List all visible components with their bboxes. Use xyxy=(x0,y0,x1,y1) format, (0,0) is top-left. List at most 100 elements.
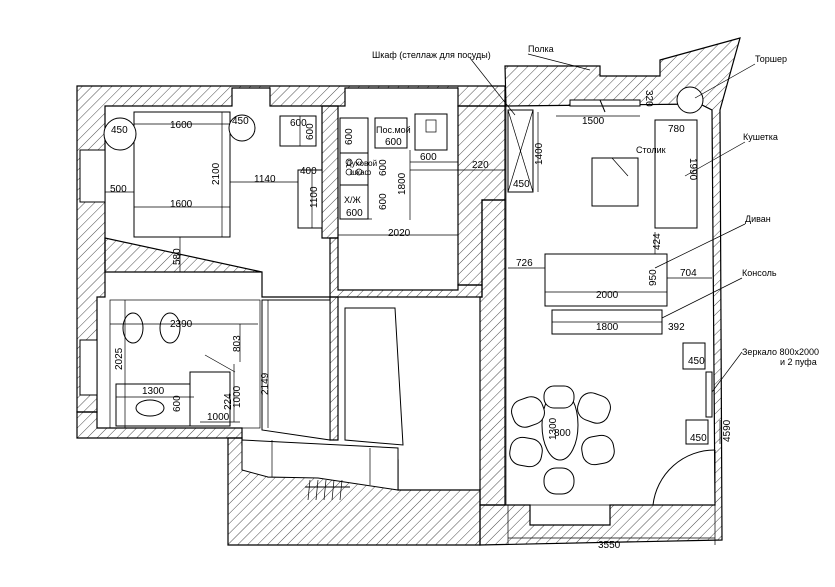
dim-living-1990: 1990 xyxy=(687,158,698,181)
mirror xyxy=(705,371,713,418)
label-mirror-1: Зеркало 800х2000 xyxy=(742,347,819,357)
hallway: 2149 xyxy=(241,299,404,501)
dim-living-1400: 1400 xyxy=(534,142,545,165)
dim-bed-bottom: 1600 xyxy=(170,199,193,210)
kitchen-cabinet-a xyxy=(339,117,369,154)
dim-bath-1300: 1300 xyxy=(142,386,165,397)
label-table: Столик xyxy=(636,145,666,155)
wardrobe xyxy=(297,169,323,229)
window-bath xyxy=(79,339,98,396)
sofa xyxy=(544,253,668,307)
dim-bath-224: 224 xyxy=(223,393,234,410)
coffee-table xyxy=(591,157,639,207)
dim-kitchen-600-b: 600 xyxy=(344,128,355,145)
dim-bath-2025: 2025 xyxy=(114,347,125,370)
label-console: Консоль xyxy=(742,268,777,278)
dim-dresser-w: 600 xyxy=(290,118,307,129)
dim-living-450: 450 xyxy=(513,179,530,190)
dim-bath-1000: 1000 xyxy=(207,412,230,423)
dim-bath-600: 600 xyxy=(172,395,183,412)
oven xyxy=(339,152,369,186)
label-oven-1: Духовой xyxy=(346,159,377,168)
dim-nightstand-left: 450 xyxy=(111,125,128,136)
dim-hall-2149: 2149 xyxy=(260,372,271,395)
door-swing xyxy=(652,449,716,506)
dim-bed-height: 2100 xyxy=(211,162,222,185)
couch xyxy=(654,119,698,229)
dim-pouf-450-a: 450 xyxy=(688,356,705,367)
entry-closet xyxy=(241,439,399,491)
nightstand-left xyxy=(103,117,137,151)
chair-2 xyxy=(577,392,611,424)
dresser xyxy=(279,115,317,147)
label-oven-2: шкаф xyxy=(350,168,372,177)
dim-kitchen-600-f: 600 xyxy=(346,208,363,219)
dim-bath-1000b: 1000 xyxy=(232,385,243,408)
label-mirror-2: и 2 пуфа xyxy=(780,357,817,367)
label-couch: Кушетка xyxy=(743,132,778,142)
shelf xyxy=(569,99,641,107)
label-floor-lamp: Торшер xyxy=(755,54,787,64)
dim-living-726: 726 xyxy=(516,258,533,269)
dim-living-320: 320 xyxy=(643,90,654,107)
dim-nightstand-right: 450 xyxy=(232,116,249,127)
dim-total-3550: 3550 xyxy=(598,540,621,551)
chair-4 xyxy=(581,434,615,466)
washbasin xyxy=(135,399,165,417)
dim-living-1500: 1500 xyxy=(582,116,605,127)
dim-wardrobe-h: 1100 xyxy=(309,186,320,208)
dim-kitchen-2020: 2020 xyxy=(388,228,411,239)
dim-living-780: 780 xyxy=(668,124,685,135)
dim-living-392: 392 xyxy=(668,322,685,333)
dim-bed-to-wall: 1140 xyxy=(254,174,276,185)
dim-bath-2390: 2390 xyxy=(170,319,193,330)
dim-living-4590: 4590 xyxy=(722,419,733,442)
label-sofa: Диван xyxy=(745,214,771,224)
dim-kitchen-600-e: 600 xyxy=(378,193,389,210)
callouts: Шкаф (стеллаж для посуды) Полка Торшер К… xyxy=(372,44,819,393)
toilet-right xyxy=(159,312,181,344)
dim-dresser-h: 600 xyxy=(305,123,316,140)
pouf-top xyxy=(682,342,706,370)
dim-living-704: 704 xyxy=(680,268,697,279)
kitchen: Пос.мой 600 600 Духовой шкаф 600 600 220… xyxy=(338,113,505,239)
bathroom: 2390 2025 803 1300 600 1000 1000 224 xyxy=(79,299,261,429)
dim-console-1800: 1800 xyxy=(596,322,619,333)
walls xyxy=(76,37,741,546)
dim-bath-803: 803 xyxy=(232,335,243,352)
chair-1 xyxy=(511,396,545,428)
dim-bed-top: 1600 xyxy=(170,120,193,131)
dim-kitchen-600-d: 600 xyxy=(420,152,437,163)
dim-bedroom-gap: 580 xyxy=(172,248,183,265)
floor-lamp xyxy=(676,86,704,114)
bed xyxy=(133,111,231,238)
bath-cabinet xyxy=(189,371,231,427)
label-fridge: Х/Ж xyxy=(344,195,362,205)
dishwasher xyxy=(374,117,408,149)
chair-6 xyxy=(543,385,575,409)
fridge xyxy=(339,184,369,220)
dim-dining-1300: 1300 xyxy=(548,417,559,440)
pouf-bottom xyxy=(685,419,709,445)
bedroom: 1600 1600 2100 450 450 600 600 1140 500 … xyxy=(79,111,323,272)
label-cabinet: Шкаф (стеллаж для посуды) xyxy=(372,50,491,60)
dim-kitchen-1800: 1800 xyxy=(397,172,408,195)
label-shelf: Полка xyxy=(528,44,554,54)
toilet-left xyxy=(122,312,144,344)
hall-partition xyxy=(261,299,331,441)
dim-wall-left: 500 xyxy=(110,184,127,195)
dim-pouf-450-b: 450 xyxy=(690,433,707,444)
living-room: 1400 450 1500 320 780 1990 424 726 704 2… xyxy=(505,86,733,551)
nightstand-right xyxy=(228,114,256,142)
dim-sofa-950: 950 xyxy=(648,269,659,286)
dim-living-424: 424 xyxy=(652,233,663,250)
window-left xyxy=(79,149,106,203)
chair-5 xyxy=(543,467,575,495)
label-dishwasher: Пос.мой xyxy=(376,125,411,135)
dim-sofa-2000: 2000 xyxy=(596,290,619,301)
dim-dining-800: 800 xyxy=(554,428,571,439)
dim-kitchen-220: 220 xyxy=(472,160,489,171)
hall-wardrobe xyxy=(344,307,404,446)
dim-wardrobe-w: 400 xyxy=(300,166,317,177)
